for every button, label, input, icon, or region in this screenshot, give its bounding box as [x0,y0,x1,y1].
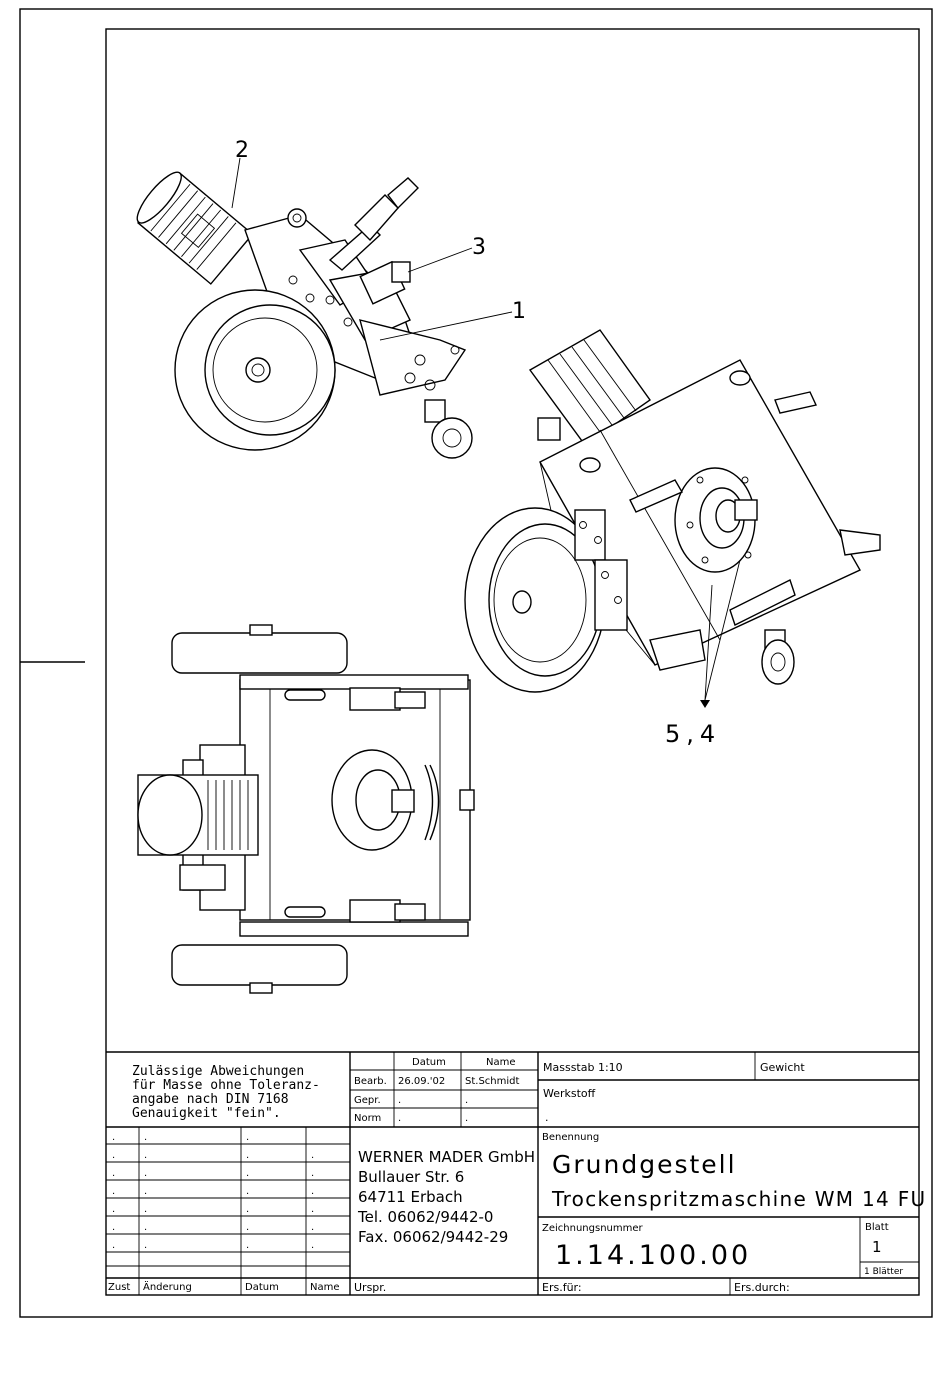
rev-5-name: . [311,1204,314,1215]
approval-row-1-name: St.Schmidt [465,1076,519,1087]
company-fax: Fax. 06062/9442-29 [358,1228,508,1246]
rev-4-date: . [246,1186,249,1197]
company-name: WERNER MADER GmbH [358,1148,535,1166]
title-block [106,1051,919,1295]
rev-2-name: . [311,1150,314,1161]
outer-frame [19,8,933,1318]
rev-7-change: . [144,1240,147,1251]
drawing-number-label: Zeichnungsnummer [542,1223,643,1234]
callout-1: 1 [512,299,526,324]
rev-2-date: . [246,1150,249,1161]
sheet-value: 1 [872,1238,882,1256]
rev-6-date: . [246,1222,249,1233]
sheet-label: Blatt [865,1222,889,1233]
drawing-subtitle: Trockenspritzmaschine WM 14 FU [551,1187,926,1211]
material-value: . [545,1111,549,1124]
rev-3-change: . [144,1168,147,1179]
side-view [137,624,475,994]
replaced-by-label: Ers.durch: [734,1281,790,1294]
rev-3-zust: . [112,1168,115,1179]
rev-2-change: . [144,1150,147,1161]
designation-label: Benennung [542,1132,599,1143]
rev-5-date: . [246,1204,249,1215]
tolerance-line-2: für Masse ohne Toleranz- [132,1078,320,1093]
rev-4-zust: . [112,1186,115,1197]
approval-row-2-date: . [398,1095,401,1106]
company-street: Bullauer Str. 6 [358,1168,464,1186]
company-tel: Tel. 06062/9442-0 [357,1208,493,1226]
callout-3: 3 [472,235,486,260]
rev-1-zust: . [112,1132,115,1143]
approval-row-3-label: Norm [354,1113,381,1124]
approval-row-2-name: . [465,1095,468,1106]
callout-2: 2 [235,138,249,163]
approval-date-header: Datum [412,1057,446,1068]
rev-header-change: Änderung [143,1280,192,1293]
scale-label: Massstab 1:10 [543,1061,623,1074]
rev-4-change: . [144,1186,147,1197]
rev-header-zust: Zust [108,1282,130,1293]
company-city: 64711 Erbach [358,1188,463,1206]
rev-1-date: . [246,1132,249,1143]
rev-7-date: . [246,1240,249,1251]
approval-row-3-date: . [398,1113,401,1124]
replaces-label: Ers.für: [542,1281,582,1294]
origin-label: Urspr. [354,1281,386,1294]
callout-5-4: 5,4 [665,720,721,748]
rev-5-change: . [144,1204,147,1215]
rev-2-zust: . [112,1150,115,1161]
revision-rows: . . . . . . . . . . . . . . . . . . . . … [112,1132,314,1251]
tolerance-line-1: Zulässige Abweichungen [132,1064,304,1079]
weight-label: Gewicht [760,1061,805,1074]
isometric-view-upper [136,157,513,459]
tolerance-line-3: angabe nach DIN 7168 [132,1092,289,1107]
approval-row-3-name: . [465,1113,468,1124]
inner-frame [105,28,920,1296]
rev-5-zust: . [112,1204,115,1215]
rev-6-change: . [144,1222,147,1233]
rev-6-zust: . [112,1222,115,1233]
rev-3-name: . [311,1168,314,1179]
approval-row-2-label: Gepr. [354,1095,381,1106]
rev-header-date: Datum [245,1282,279,1293]
rev-3-date: . [246,1168,249,1179]
sheets-total: 1 Blätter [864,1267,903,1277]
rev-header-name: Name [310,1282,340,1293]
drawing-title: Grundgestell [552,1150,737,1179]
rev-1-change: . [144,1132,147,1143]
rev-4-name: . [311,1186,314,1197]
approval-name-header: Name [486,1057,516,1068]
rev-7-zust: . [112,1240,115,1251]
approval-row-1-date: 26.09.'02 [398,1076,445,1087]
drawing-number: 1.14.100.00 [555,1240,751,1271]
material-label: Werkstoff [543,1087,596,1100]
approval-row-1-label: Bearb. [354,1076,387,1087]
rev-7-name: . [311,1240,314,1251]
isometric-view-right [464,329,881,708]
tolerance-line-4: Genauigkeit "fein". [132,1106,281,1121]
rev-6-name: . [311,1222,314,1233]
